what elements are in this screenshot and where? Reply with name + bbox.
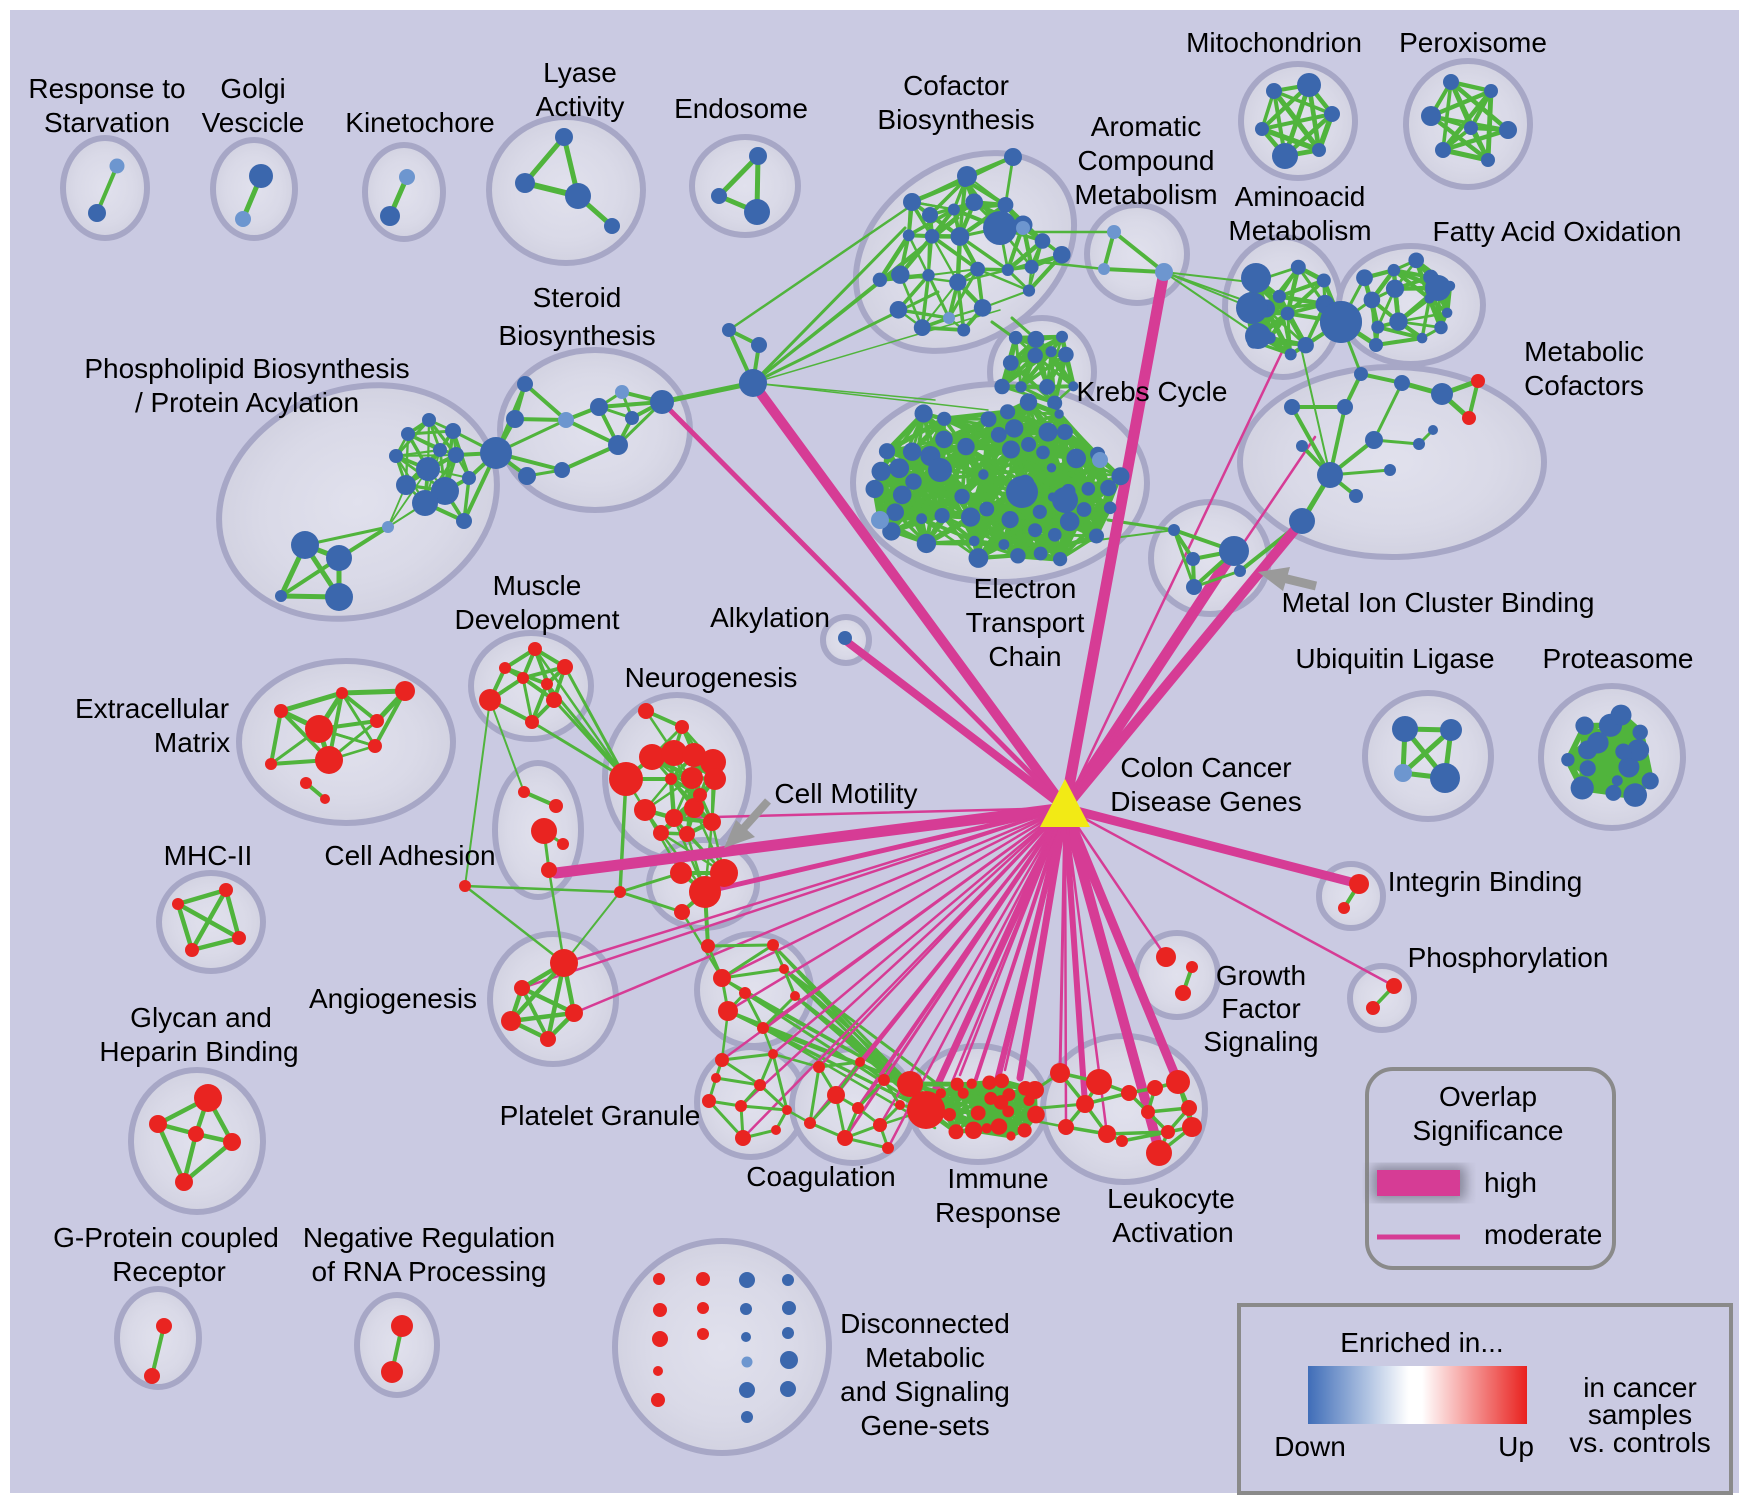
svg-text:Aromatic: Aromatic [1091,111,1201,142]
svg-text:Starvation: Starvation [44,107,170,138]
svg-text:Kinetochore: Kinetochore [345,107,494,138]
svg-text:Proteasome: Proteasome [1543,643,1694,674]
svg-text:Metabolic: Metabolic [865,1342,985,1373]
svg-text:Phospholipid Biosynthesis: Phospholipid Biosynthesis [84,353,409,384]
svg-text:Significance: Significance [1413,1115,1564,1146]
svg-text:Angiogenesis: Angiogenesis [309,983,477,1014]
svg-text:Biosynthesis: Biosynthesis [877,104,1034,135]
svg-text:vs. controls: vs. controls [1569,1427,1711,1458]
svg-text:Growth: Growth [1216,960,1306,991]
svg-text:Biosynthesis: Biosynthesis [498,320,655,351]
svg-text:Metabolic: Metabolic [1524,336,1644,367]
svg-text:Chain: Chain [988,641,1061,672]
svg-text:Signaling: Signaling [1203,1026,1318,1057]
svg-text:Phosphorylation: Phosphorylation [1408,942,1609,973]
svg-text:Steroid: Steroid [533,282,622,313]
svg-text:Lyase: Lyase [543,57,617,88]
svg-text:Up: Up [1498,1431,1534,1462]
svg-text:Platelet Granule: Platelet Granule [500,1100,701,1131]
svg-text:Activation: Activation [1112,1217,1233,1248]
svg-text:Response to: Response to [28,73,185,104]
svg-text:Endosome: Endosome [674,93,808,124]
svg-text:Disconnected: Disconnected [840,1308,1010,1339]
svg-text:Disease Genes: Disease Genes [1110,786,1301,817]
svg-text:Activity: Activity [536,91,625,122]
svg-text:Factor: Factor [1221,993,1300,1024]
svg-text:Gene-sets: Gene-sets [860,1410,989,1441]
svg-text:Compound: Compound [1078,145,1215,176]
svg-text:Cofactors: Cofactors [1524,370,1644,401]
svg-text:of RNA Processing: of RNA Processing [312,1256,547,1287]
svg-text:Peroxisome: Peroxisome [1399,27,1547,58]
svg-text:Aminoacid: Aminoacid [1235,181,1366,212]
svg-text:Cell Motility: Cell Motility [774,778,917,809]
svg-text:Overlap: Overlap [1439,1081,1537,1112]
svg-text:Cell Adhesion: Cell Adhesion [324,840,495,871]
svg-text:Colon Cancer: Colon Cancer [1120,752,1291,783]
svg-text:Response: Response [935,1197,1061,1228]
svg-text:in cancer: in cancer [1583,1372,1697,1403]
svg-text:MHC-II: MHC-II [164,840,253,871]
svg-text:Metabolism: Metabolism [1074,179,1217,210]
svg-text:Neurogenesis: Neurogenesis [625,662,798,693]
svg-text:Krebs Cycle: Krebs Cycle [1077,376,1228,407]
svg-text:and Signaling: and Signaling [840,1376,1010,1407]
svg-text:Fatty Acid Oxidation: Fatty Acid Oxidation [1432,216,1681,247]
svg-text:Cofactor: Cofactor [903,70,1009,101]
svg-text:Metal Ion Cluster Binding: Metal Ion Cluster Binding [1282,587,1595,618]
svg-text:Negative Regulation: Negative Regulation [303,1222,555,1253]
svg-text:Transport: Transport [966,607,1085,638]
svg-text:Receptor: Receptor [112,1256,226,1287]
svg-text:Leukocyte: Leukocyte [1107,1183,1235,1214]
svg-text:Golgi: Golgi [220,73,285,104]
svg-text:Immune: Immune [947,1163,1048,1194]
svg-text:Coagulation: Coagulation [746,1161,895,1192]
svg-text:high: high [1484,1167,1537,1198]
svg-text:Muscle: Muscle [493,570,582,601]
svg-text:Development: Development [455,604,620,635]
svg-text:Vescicle: Vescicle [202,107,305,138]
svg-text:Glycan and: Glycan and [130,1002,272,1033]
svg-text:samples: samples [1588,1399,1692,1430]
svg-text:Metabolism: Metabolism [1228,215,1371,246]
svg-text:Matrix: Matrix [154,727,230,758]
svg-text:Alkylation: Alkylation [710,602,830,633]
svg-text:Integrin Binding: Integrin Binding [1388,866,1583,897]
svg-text:Electron: Electron [974,573,1077,604]
svg-text:/ Protein Acylation: / Protein Acylation [135,387,359,418]
svg-text:Ubiquitin Ligase: Ubiquitin Ligase [1295,643,1494,674]
svg-text:Down: Down [1274,1431,1346,1462]
svg-text:Mitochondrion: Mitochondrion [1186,27,1362,58]
svg-text:Heparin Binding: Heparin Binding [99,1036,298,1067]
svg-text:Enriched in...: Enriched in... [1340,1327,1503,1358]
svg-text:Extracellular: Extracellular [75,693,229,724]
svg-text:G-Protein coupled: G-Protein coupled [53,1222,279,1253]
svg-text:moderate: moderate [1484,1219,1602,1250]
